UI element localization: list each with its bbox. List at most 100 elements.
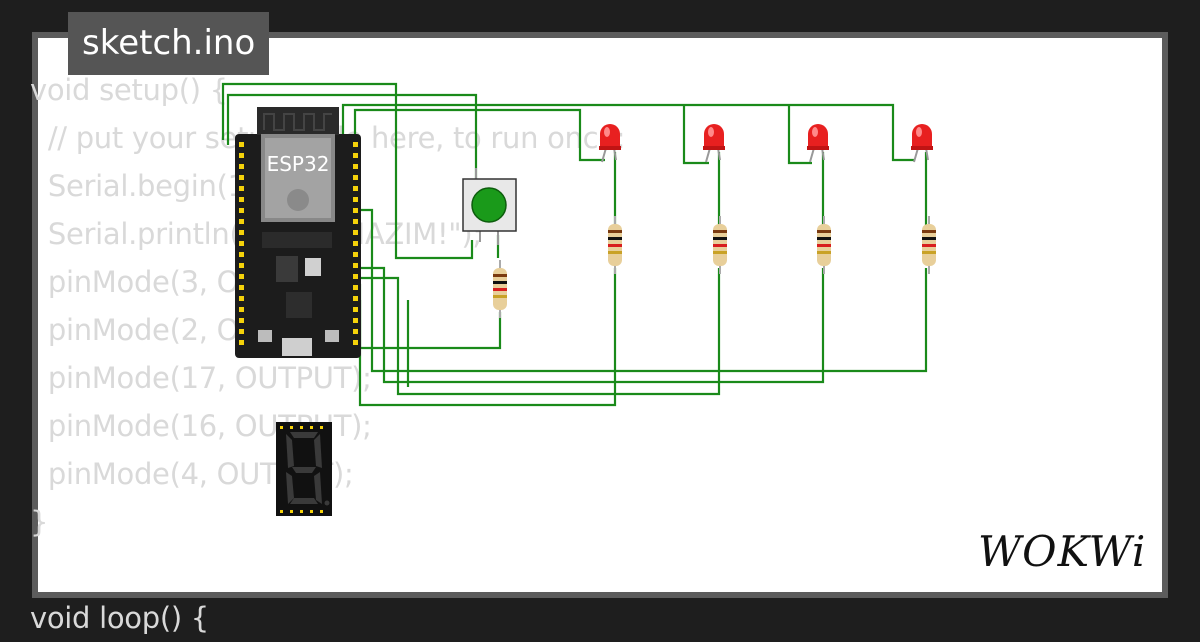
resistor <box>608 216 622 274</box>
resistor-band <box>713 237 727 240</box>
component-silver <box>305 258 321 276</box>
header-pin-left <box>239 274 244 279</box>
header-pin-left <box>239 219 244 224</box>
resistor-band <box>922 251 936 254</box>
segment-f <box>286 434 294 468</box>
header-pin-right <box>353 307 358 312</box>
code-line: pinMode(17, OUTPUT); <box>30 361 372 395</box>
header-pin-right <box>353 340 358 345</box>
led-rim <box>911 146 933 150</box>
led-highlight <box>916 127 922 137</box>
boot-button <box>325 330 339 342</box>
resistor-band <box>713 230 727 233</box>
leds <box>599 124 933 163</box>
wire-led3 <box>787 105 812 165</box>
resistor-band <box>922 244 936 247</box>
resistor-band <box>608 230 622 233</box>
header-pin-left <box>239 263 244 268</box>
espressif-logo-icon <box>287 189 309 211</box>
resistor-band <box>608 251 622 254</box>
header-pin-left <box>239 175 244 180</box>
header-pin-right <box>353 208 358 213</box>
led-rim <box>703 146 725 150</box>
resistor <box>922 216 936 274</box>
resistor-band <box>493 288 507 291</box>
segment-a <box>290 432 318 438</box>
resistor-band <box>713 251 727 254</box>
resistor-band <box>922 230 936 233</box>
led <box>703 124 725 163</box>
en-button <box>258 330 272 342</box>
esp32-board: ESP32 <box>235 107 361 358</box>
resistor-band <box>817 244 831 247</box>
header-pin-right <box>353 153 358 158</box>
wire-r4-board <box>358 208 928 373</box>
display-segments <box>286 432 330 506</box>
header-pin-left <box>239 285 244 290</box>
resistor-band <box>817 237 831 240</box>
led-dome <box>912 124 932 148</box>
resistor-band <box>608 237 622 240</box>
header-pin-right <box>353 142 358 147</box>
header-pin-left <box>239 318 244 323</box>
resistor <box>713 216 727 274</box>
header-pin-left <box>239 142 244 147</box>
header-pin-left <box>239 329 244 334</box>
header-pin-left <box>239 164 244 169</box>
header-pin-left <box>239 307 244 312</box>
header-pin-right <box>353 263 358 268</box>
led-highlight <box>812 127 818 137</box>
segment-c <box>314 472 322 504</box>
header-pins <box>239 142 358 345</box>
resistor-band <box>493 274 507 277</box>
resistor <box>817 216 831 274</box>
wire-led-bus <box>341 103 915 162</box>
led-leg <box>601 147 607 163</box>
header-pin-right <box>353 186 358 191</box>
led <box>911 124 933 163</box>
header-pin-right <box>353 219 358 224</box>
display-pins <box>280 426 323 513</box>
led-dome <box>600 124 620 148</box>
resistor-band <box>493 281 507 284</box>
code-line: void loop() { <box>30 601 209 635</box>
header-pin-right <box>353 318 358 323</box>
button-cap[interactable] <box>471 187 507 223</box>
board-label: ESP32 <box>267 152 330 176</box>
led-highlight <box>604 127 610 137</box>
header-pin-right <box>353 274 358 279</box>
wokwi-logo: WOKWi <box>978 527 1147 576</box>
header-pin-right <box>353 285 358 290</box>
segment-b <box>314 434 322 468</box>
usb-chip <box>286 292 312 318</box>
resistor-band <box>817 230 831 233</box>
wire-r1-board <box>358 268 617 407</box>
code-line: } <box>30 505 49 539</box>
usb-port <box>282 338 312 356</box>
resistor-band <box>713 244 727 247</box>
header-pin-right <box>353 164 358 169</box>
resistor-band <box>493 295 507 298</box>
segment-d <box>290 498 318 504</box>
resistors <box>493 216 936 318</box>
header-pin-right <box>353 252 358 257</box>
header-pin-right <box>353 230 358 235</box>
header-pin-left <box>239 252 244 257</box>
header-pin-right <box>353 175 358 180</box>
wire-button-a <box>221 82 474 260</box>
segment-dp <box>324 500 330 506</box>
led-leg <box>913 147 919 163</box>
wire-led1 <box>353 108 605 162</box>
resistor <box>493 260 507 318</box>
led <box>599 124 621 163</box>
led <box>807 124 829 163</box>
wire-led2 <box>682 105 709 165</box>
wire-r2-board <box>358 268 721 396</box>
led-rim <box>807 146 829 150</box>
preview-canvas <box>38 38 1162 592</box>
pushbutton[interactable] <box>462 168 517 245</box>
chip-row <box>262 232 332 248</box>
led-leg <box>705 147 711 163</box>
led-dome <box>704 124 724 148</box>
